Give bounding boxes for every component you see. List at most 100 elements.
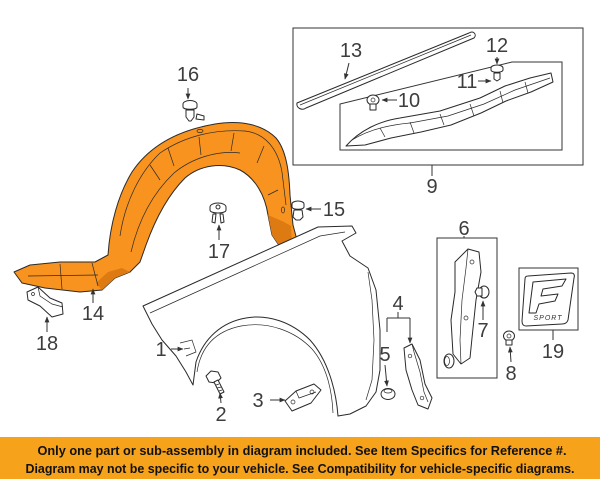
rivet-leg — [211, 213, 217, 224]
clip-center — [370, 97, 376, 103]
callout-7: 7 — [477, 320, 488, 342]
bracket-fold — [37, 286, 64, 308]
callout-11: 11 — [457, 71, 478, 93]
fender-body — [142, 225, 381, 417]
bracket-hole — [419, 395, 425, 401]
seal-body — [345, 72, 554, 147]
fender-liner-body — [13, 122, 298, 293]
bracket-body — [403, 343, 433, 410]
bracket-hole — [469, 259, 475, 265]
clip-10 — [366, 94, 380, 111]
clip-rim — [291, 204, 305, 210]
bolt-2 — [205, 370, 225, 395]
clip-stem — [493, 72, 501, 82]
leader-line-13 — [343, 62, 350, 80]
bolt-shaft — [213, 379, 225, 395]
clip-rim — [490, 68, 504, 73]
bracket-body — [284, 383, 322, 412]
fender-part — [142, 225, 381, 417]
callout-19: 19 — [542, 341, 564, 363]
leader-lines — [44, 57, 554, 404]
push-clip-16 — [182, 100, 205, 122]
callout-14: 14 — [82, 303, 104, 325]
fender-rear-flange — [365, 271, 375, 401]
callout-13: 13 — [340, 40, 362, 62]
rubber-spacer — [443, 353, 455, 369]
fender-arch-flange — [196, 324, 334, 414]
rivet-rim — [209, 207, 227, 214]
bracket-3 — [284, 383, 322, 412]
callout-sub-box-11 — [339, 61, 563, 151]
bracket-edge — [295, 390, 317, 399]
cap-top — [383, 388, 393, 394]
callout-box-19 — [518, 267, 579, 331]
cap-5 — [380, 388, 396, 400]
rivet-pin — [215, 204, 221, 210]
moulding-strip — [296, 31, 476, 110]
fender-liner-rib — [119, 130, 287, 237]
fender-liner-clip-hole — [281, 206, 285, 214]
fender-crease-line — [149, 231, 346, 314]
seal-ridge — [379, 81, 529, 138]
bracket-hole — [31, 292, 35, 296]
fender-liner-part — [13, 122, 298, 293]
rivet-leg — [219, 213, 225, 224]
notice-banner: Only one part or sub-assembly in diagram… — [0, 437, 600, 479]
clip-8 — [503, 330, 515, 346]
callout-16: 16 — [177, 64, 199, 86]
callout-6: 6 — [458, 218, 469, 240]
callout-labels: 16 13 12 11 10 9 15 17 6 14 18 4 1 5 7 1… — [36, 35, 564, 426]
bracket-body — [450, 248, 482, 365]
callout-1: 1 — [155, 339, 166, 361]
leader-line-2 — [218, 392, 223, 404]
push-clip-12 — [490, 64, 504, 82]
clip-rim — [182, 104, 198, 110]
callout-box-6 — [436, 237, 498, 379]
callout-box-9 — [292, 27, 584, 166]
notice-line-1: Only one part or sub-assembly in diagram… — [38, 443, 567, 458]
seal-11 — [345, 72, 554, 147]
notice-banner-background — [0, 437, 600, 479]
callout-3: 3 — [252, 390, 263, 412]
fender-liner-shade-tail — [96, 268, 130, 290]
emblem-f-logo — [528, 278, 567, 314]
callout-12: 12 — [486, 35, 508, 57]
clip-stem — [505, 339, 513, 346]
clip-center — [506, 333, 512, 339]
callout-15: 15 — [323, 199, 345, 221]
fender-liner-rib — [149, 132, 279, 196]
callout-8: 8 — [505, 363, 516, 385]
spacer-body — [443, 353, 455, 369]
clip-7 — [474, 285, 490, 299]
clip-stem — [474, 287, 483, 297]
clip-stem — [185, 109, 195, 122]
bracket-body — [26, 286, 64, 318]
clip-stem — [292, 209, 304, 221]
callout-10: 10 — [398, 90, 420, 112]
clip-tab — [195, 113, 205, 121]
callout-9: 9 — [426, 176, 437, 198]
f-sport-emblem: SPORT — [521, 272, 575, 327]
cap-body — [380, 388, 396, 400]
fender-liner-rib — [27, 262, 99, 290]
push-rivet-17 — [209, 202, 227, 224]
leader-line-8 — [507, 346, 513, 363]
fender-front-tab — [179, 339, 197, 357]
bracket-18 — [26, 286, 64, 318]
moulding-13 — [296, 31, 476, 110]
bracket-edge — [411, 343, 429, 403]
bolt-thread — [215, 383, 223, 392]
leader-line-4 — [387, 312, 410, 319]
clip-stem — [369, 103, 377, 111]
notice-line-2: Diagram may not be specific to your vehi… — [26, 461, 575, 476]
callout-18: 18 — [36, 333, 58, 355]
callout-5: 5 — [379, 344, 390, 366]
callout-2: 2 — [215, 404, 226, 426]
bracket-edge — [459, 248, 469, 365]
fender-liner-shade — [268, 215, 292, 246]
bracket-hole — [309, 389, 315, 395]
moulding-edge — [299, 34, 472, 106]
callout-17: 17 — [208, 241, 230, 263]
fender-liner-clip-hole — [196, 129, 204, 133]
